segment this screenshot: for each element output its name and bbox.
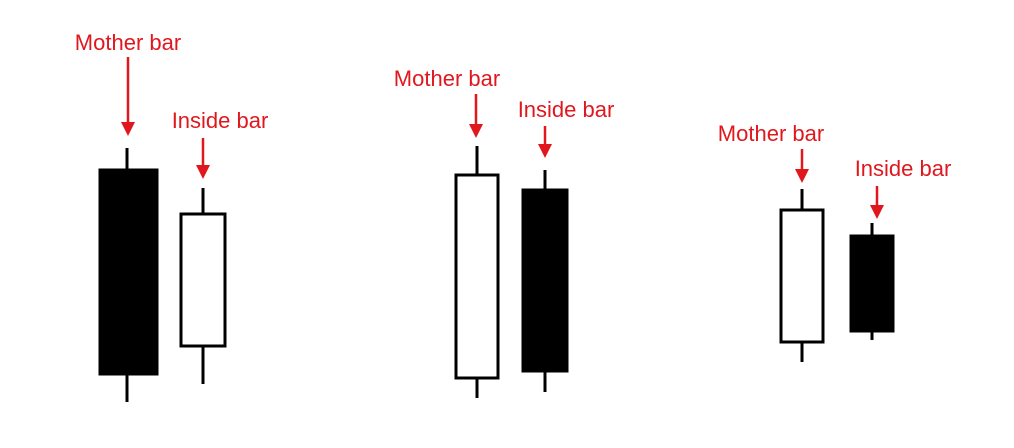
example-1: Mother bar Inside bar (75, 30, 269, 402)
mother-bar-arrow (121, 57, 135, 136)
inside-bar-label: Inside bar (518, 97, 615, 122)
inside-bar-arrow (196, 138, 210, 179)
mother-bar-arrow (469, 94, 483, 138)
inside-bar-candle (521, 170, 569, 392)
example-3: Mother bar Inside bar (718, 121, 952, 362)
mother-bar-label: Mother bar (718, 121, 824, 146)
inside-bar-candle (179, 188, 227, 384)
mother-bar-candle (454, 146, 500, 398)
example-2: Mother bar Inside bar (394, 66, 615, 398)
mother-bar-label: Mother bar (394, 66, 500, 91)
mother-bar-arrow (795, 149, 809, 183)
inside-bar-arrow (538, 126, 552, 158)
inside-bar-label: Inside bar (172, 108, 269, 133)
inside-bar-candle (849, 223, 895, 340)
mother-bar-candle (779, 189, 825, 362)
inside-bar-arrow (870, 186, 884, 219)
mother-bar-label: Mother bar (75, 30, 181, 55)
inside-bar-label: Inside bar (855, 156, 952, 181)
mother-bar-candle (98, 148, 159, 402)
